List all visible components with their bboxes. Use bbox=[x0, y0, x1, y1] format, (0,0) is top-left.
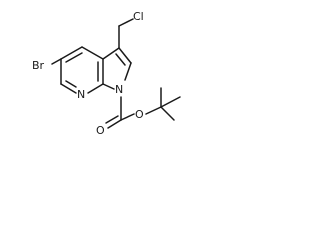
bond-oester-tbu bbox=[145, 106, 162, 115]
chlorine-label: Cl bbox=[133, 10, 144, 23]
bond-carbonyl-o-double bbox=[105, 115, 119, 124]
bromine-label: Br bbox=[32, 59, 45, 72]
bond-c4-c5 bbox=[60, 46, 83, 60]
pyridine-nitrogen-label: N bbox=[77, 88, 85, 101]
bond-c3a-c3 bbox=[102, 47, 120, 60]
bond-n7-c6 bbox=[60, 83, 77, 94]
bond-tbu-me2 bbox=[160, 96, 181, 108]
bond-n1-c7a bbox=[102, 83, 115, 90]
bond-c7a-n7 bbox=[87, 83, 104, 94]
bond-carbonyl-oester bbox=[120, 113, 135, 121]
bond-c4-c5-inner bbox=[65, 52, 83, 63]
bond-n7-c6-inner bbox=[65, 80, 77, 88]
bond-c3-c2-inner bbox=[115, 53, 126, 66]
bond-tbu-me3 bbox=[160, 106, 175, 121]
ester-oxygen-label: O bbox=[135, 108, 144, 121]
bond-ch2-cl bbox=[118, 18, 134, 27]
carbonyl-oxygen-label: O bbox=[96, 124, 105, 137]
pyrrole-nitrogen-label: N bbox=[115, 83, 123, 96]
bond-c4-c3a bbox=[81, 46, 104, 60]
bond-c2-n1 bbox=[124, 62, 132, 81]
bond-c5-br bbox=[51, 58, 62, 65]
chemical-structure-diagram: Br Cl N N O O bbox=[32, 10, 181, 137]
bond-carbonyl-o bbox=[107, 119, 122, 129]
bond-c3-c2 bbox=[118, 47, 132, 64]
